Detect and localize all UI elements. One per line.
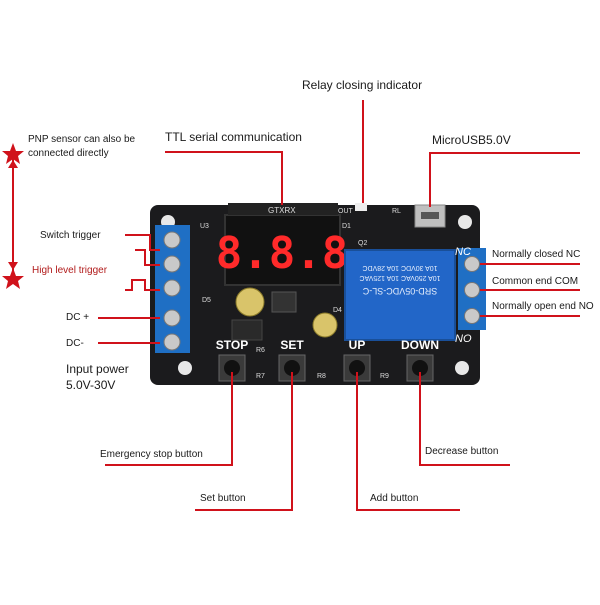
inductor: [271, 291, 297, 313]
callout-input-power-line1: Input power: [66, 362, 129, 376]
callout-pnp-line2: connected directly: [28, 148, 109, 159]
callout-dc-plus: DC +: [66, 312, 90, 323]
terminal-screw: [163, 255, 181, 273]
stop-board-label: STOP: [216, 338, 248, 352]
button-ref: R6: [256, 347, 265, 354]
relay-text: SRD-05VDC-SL-C: [362, 286, 437, 296]
header-label: GTXRX: [268, 206, 296, 215]
callout-common-end: Common end COM: [492, 276, 579, 287]
callout-pnp-line1: PNP sensor can also be: [28, 134, 136, 145]
leader-high-level-1: [125, 279, 160, 291]
micro-usb-slot: [421, 212, 439, 219]
pnp-star-top: [2, 143, 24, 164]
callout-micro-usb: MicroUSB5.0V: [432, 133, 511, 147]
pnp-arrow-head-top: [8, 160, 18, 168]
leader-switch-trigger-2: [135, 249, 160, 266]
callout-normally-closed: Normally closed NC: [492, 249, 581, 260]
up-board-label: UP: [349, 338, 366, 352]
terminal-screw: [163, 279, 181, 297]
leader-emergency-stop: [105, 372, 233, 466]
leader-set: [195, 372, 293, 511]
rl-label: RL: [392, 208, 401, 215]
relay-text: 10A 30VDC 10A 28VDC: [362, 264, 437, 271]
terminal-screw: [163, 333, 181, 351]
pin-header: [228, 203, 338, 215]
callout-add-button: Add button: [370, 493, 419, 504]
terminal-screw: [464, 256, 480, 272]
terminal-screw: [464, 308, 480, 324]
leader-usb: [429, 152, 580, 207]
callout-relay-indicator: Relay closing indicator: [302, 78, 423, 92]
leader-ttl: [165, 151, 283, 205]
set-button[interactable]: [284, 360, 300, 376]
d1-label: D1: [342, 223, 351, 230]
leader-add: [356, 372, 460, 511]
button-ref: R7: [256, 373, 265, 380]
pnp-arrow-head-bottom: [8, 262, 18, 270]
callout-decrease-button: Decrease button: [425, 446, 499, 457]
button-ref: R9: [380, 373, 389, 380]
nc-board-label: NC: [455, 246, 471, 258]
callout-set-button: Set button: [200, 493, 246, 504]
callout-dc-minus: DC-: [66, 338, 84, 349]
callout-ttl-serial: TTL serial communication: [165, 130, 302, 144]
relay-text: 10A 250VAC 10A 125VAC: [359, 274, 440, 281]
capacitor: [312, 312, 338, 338]
up-button[interactable]: [349, 360, 365, 376]
down-board-label: DOWN: [401, 338, 439, 352]
relay-indicator-led: [355, 203, 367, 211]
set-board-label: SET: [280, 338, 304, 352]
terminal-screw: [163, 231, 181, 249]
callout-input-power-line2: 5.0V-30V: [66, 378, 116, 392]
no-board-label: NO: [455, 333, 472, 345]
q2-label: Q2: [358, 240, 367, 247]
stop-button[interactable]: [224, 360, 240, 376]
button-ref: R8: [317, 373, 326, 380]
capacitor: [235, 287, 265, 317]
relay-module: [344, 249, 456, 341]
mount-hole: [458, 215, 472, 229]
leader-lines: [12, 100, 580, 511]
out-label: OUT: [338, 208, 354, 215]
callout-high-level-trigger: High level trigger: [32, 265, 108, 276]
d5-label: D5: [202, 297, 211, 304]
u3-label: U3: [200, 223, 209, 230]
d4-label: D4: [333, 307, 342, 314]
mount-hole: [178, 361, 192, 375]
callout-emergency-stop: Emergency stop button: [100, 449, 203, 460]
callout-switch-trigger: Switch trigger: [40, 230, 101, 241]
terminal-screw: [464, 282, 480, 298]
mount-hole: [455, 361, 469, 375]
callout-normally-open: Normally open end NO: [492, 301, 594, 312]
display-digits: 8.8.8: [216, 228, 348, 279]
leader-switch-trigger: [125, 234, 160, 251]
down-button[interactable]: [412, 360, 428, 376]
chip: [231, 319, 263, 341]
leader-decrease: [419, 372, 510, 466]
pnp-star-bottom: [2, 268, 24, 289]
terminal-screw: [163, 309, 181, 327]
